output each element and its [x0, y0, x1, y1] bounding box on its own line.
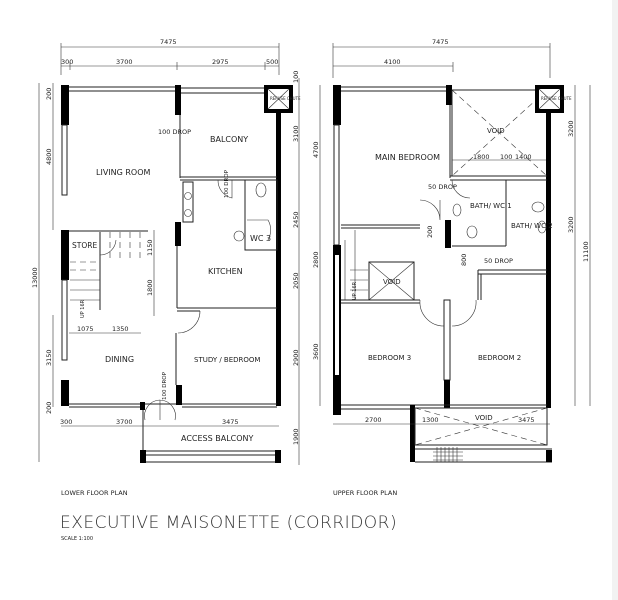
page-edge [612, 0, 618, 600]
room-bedroom-3: BEDROOM 3 [368, 354, 411, 362]
room-living: LIVING ROOM [96, 168, 151, 177]
upper-void-2: VOID [383, 278, 401, 286]
upper-stair-up-label: UP 16R [352, 281, 358, 300]
dim-3150: 3150 [45, 349, 53, 366]
upper-drop-note-2: 50 DROP [484, 257, 513, 265]
upper-dim-3200-b: 3200 [567, 216, 575, 233]
dim-1150: 1150 [146, 239, 154, 256]
room-main-bedroom: MAIN BEDROOM [375, 153, 440, 162]
dim-2050: 2050 [292, 272, 300, 289]
upper-dim-bottom-1300: 1300 [422, 416, 439, 424]
upper-drop-note-1: 50 DROP [428, 183, 457, 191]
room-bedroom-2: BEDROOM 2 [478, 354, 521, 362]
upper-dim-4700: 4700 [312, 141, 320, 158]
dim-1800: 1800 [146, 279, 154, 296]
upper-floor-plan: 7475 4100 VOID 1800 100 1400 REFUSE CHUT… [312, 38, 591, 463]
room-balcony: BALCONY [210, 135, 248, 144]
drop-note-3: 100 DROP [162, 371, 168, 400]
upper-dim-3600: 3600 [312, 343, 320, 360]
upper-void-1: VOID [487, 127, 505, 135]
dim-total: 7475 [160, 38, 177, 46]
upper-dim-3200-a: 3200 [567, 120, 575, 137]
dim-2900: 2900 [292, 349, 300, 366]
upper-dim-bottom-2700: 2700 [365, 416, 382, 424]
dim-1900: 1900 [292, 428, 300, 445]
upper-dim-bottom-3475: 3475 [518, 416, 535, 424]
dim-3700: 3700 [116, 58, 133, 66]
upper-dim-100: 100 [500, 153, 512, 161]
stair-up-label: UP 16R [80, 299, 86, 318]
room-kitchen: KITCHEN [208, 267, 243, 276]
refuse-chute-label: REFUSE CHUTE [270, 96, 301, 101]
upper-dim-4100: 4100 [384, 58, 401, 66]
grille [433, 447, 463, 462]
dim-1075: 1075 [77, 325, 94, 333]
upper-dim-1400: 1400 [515, 153, 532, 161]
upper-dim-200: 200 [426, 226, 434, 238]
lower-floor-caption: LOWER FLOOR PLAN [61, 489, 128, 497]
dim-100: 100 [292, 71, 300, 83]
upper-refuse-chute-label: REFUSE CHUTE [541, 96, 572, 101]
room-study: STUDY / BEDROOM [194, 356, 260, 364]
upper-dim-11100: 11100 [582, 241, 590, 262]
upper-dim-total: 7475 [432, 38, 449, 46]
dim-1350: 1350 [112, 325, 129, 333]
dim-200-top: 200 [45, 88, 53, 100]
room-bath-wc2: BATH/ WC 2 [511, 222, 553, 230]
dim-3100: 3100 [292, 125, 300, 142]
dim-2975: 2975 [212, 58, 229, 66]
dim-2450: 2450 [292, 211, 300, 228]
drawing-title: EXECUTIVE MAISONETTE (CORRIDOR) [60, 513, 397, 533]
dim-bottom-300: 300 [60, 418, 72, 426]
drop-note-1: 100 DROP [158, 128, 191, 136]
dim-4800: 4800 [45, 148, 53, 165]
upper-dim-1800: 1800 [473, 153, 490, 161]
dim-bottom-3475: 3475 [222, 418, 239, 426]
lower-floor-plan: 7475 300 3700 2975 500 REFUSE CHUTE [31, 38, 301, 465]
dim-200-bottom: 200 [45, 402, 53, 414]
upper-dim-800: 800 [460, 254, 468, 266]
room-bath-wc1: BATH/ WC 1 [470, 202, 512, 210]
upper-floor-caption: UPPER FLOOR PLAN [333, 489, 397, 497]
upper-dim-2800: 2800 [312, 251, 320, 268]
room-wc3: WC 3 [250, 234, 271, 243]
dim-bottom-3700: 3700 [116, 418, 133, 426]
drawing-scale: SCALE 1:100 [61, 536, 93, 542]
room-store: STORE [72, 241, 97, 250]
dim-13000: 13000 [31, 267, 39, 288]
staircase [70, 232, 141, 301]
room-access-balcony: ACCESS BALCONY [181, 434, 254, 443]
upper-void-3: VOID [475, 414, 493, 422]
dim-300: 300 [61, 58, 73, 66]
drop-note-2: 100 DROP [224, 169, 230, 198]
dim-500: 500 [266, 58, 278, 66]
room-dining: DINING [105, 355, 134, 364]
